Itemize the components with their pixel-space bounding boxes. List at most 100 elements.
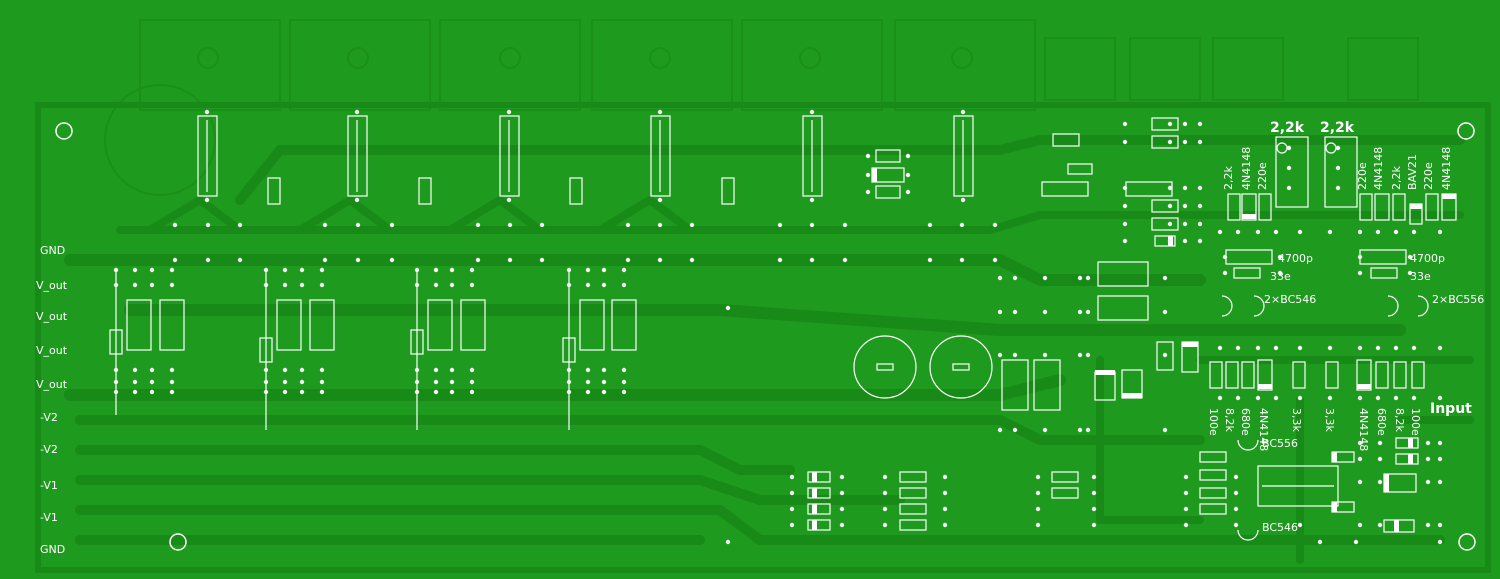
via-dot xyxy=(1217,395,1223,401)
via-dot xyxy=(1182,185,1188,191)
via-dot xyxy=(299,282,305,288)
small-transistors xyxy=(1221,295,1429,541)
via-dot xyxy=(1233,474,1239,480)
via-dot xyxy=(1235,395,1241,401)
via-dot xyxy=(355,257,361,263)
via-dot xyxy=(809,109,815,115)
conn-label-vout-4: V_out xyxy=(36,378,68,391)
via-dot xyxy=(657,109,663,115)
via-dot xyxy=(1375,345,1381,351)
via-dot xyxy=(469,379,475,385)
via-dot xyxy=(905,172,911,178)
via-dot xyxy=(1327,345,1333,351)
via-dot xyxy=(601,367,607,373)
via-dot xyxy=(1277,254,1283,260)
bottom-parts xyxy=(807,437,1419,533)
via-dot xyxy=(997,352,1003,358)
via-dot xyxy=(1425,522,1431,528)
via-dot xyxy=(1042,309,1048,315)
via-dot xyxy=(1375,395,1381,401)
via-dot xyxy=(1335,165,1341,171)
via-dot xyxy=(1286,145,1292,151)
via-dot xyxy=(601,389,607,395)
via-dot xyxy=(1197,221,1203,227)
via-dot xyxy=(1375,229,1381,235)
via-dot xyxy=(1182,139,1188,145)
backside-ghost-components xyxy=(104,19,1419,196)
via-dot xyxy=(282,379,288,385)
via-dot xyxy=(237,222,243,228)
via-dot xyxy=(1357,479,1363,485)
via-dot xyxy=(1122,185,1128,191)
via-dot xyxy=(149,267,155,273)
via-dot xyxy=(433,267,439,273)
via-dot xyxy=(725,305,731,311)
via-dot xyxy=(1317,539,1323,545)
via-dot xyxy=(149,367,155,373)
via-dot xyxy=(205,222,211,228)
via-dot xyxy=(809,257,815,263)
bottom-right-resistors xyxy=(1209,359,1425,391)
via-dot xyxy=(1162,427,1168,433)
via-dot xyxy=(1273,229,1279,235)
via-dot xyxy=(960,109,966,115)
via-dot xyxy=(839,522,845,528)
vert-right-5: 220e xyxy=(1422,162,1435,190)
via-dot xyxy=(689,257,695,263)
via-dot xyxy=(865,153,871,159)
via-dot xyxy=(169,379,175,385)
via-dot xyxy=(839,474,845,480)
via-dot xyxy=(1425,456,1431,462)
via-dot xyxy=(1393,229,1399,235)
via-dot xyxy=(1407,270,1413,276)
mid-resistors xyxy=(1001,261,1199,411)
via-dot xyxy=(657,222,663,228)
via-dot xyxy=(299,367,305,373)
via-dot xyxy=(1255,395,1261,401)
via-dot xyxy=(1162,275,1168,281)
via-dot xyxy=(389,257,395,263)
via-dot xyxy=(1167,238,1173,244)
via-dot xyxy=(942,474,948,480)
connector-labels: GND V_out V_out V_out V_out -V2 -V2 -V1 … xyxy=(36,244,68,556)
via-dot xyxy=(475,257,481,263)
via-dot xyxy=(263,282,269,288)
via-dot xyxy=(1162,352,1168,358)
via-dot xyxy=(322,257,328,263)
via-dot xyxy=(1273,395,1279,401)
via-dot xyxy=(433,282,439,288)
via-dot xyxy=(865,189,871,195)
via-dot xyxy=(475,222,481,228)
vert-bottom-8: 680e xyxy=(1375,408,1388,436)
via-dot xyxy=(204,109,210,115)
conn-label-gnd-bottom: GND xyxy=(40,543,65,556)
via-dot xyxy=(205,257,211,263)
via-dot xyxy=(997,309,1003,315)
board-outline xyxy=(35,102,1491,573)
via-dot xyxy=(282,367,288,373)
via-dot xyxy=(1411,229,1417,235)
via-dot xyxy=(1042,427,1048,433)
via-dot xyxy=(1085,427,1091,433)
via-dot xyxy=(1077,309,1083,315)
via-dot xyxy=(1437,440,1443,446)
via-dot xyxy=(539,222,545,228)
via-dot xyxy=(172,257,178,263)
vert-bottom-6: 3,3k xyxy=(1323,408,1336,432)
via-dot xyxy=(625,257,631,263)
via-dot xyxy=(149,379,155,385)
via-dot xyxy=(1217,345,1223,351)
via-dot xyxy=(433,367,439,373)
via-dot xyxy=(1357,254,1363,260)
via-dot xyxy=(1335,145,1341,151)
via-dot xyxy=(1035,490,1041,496)
via-dot xyxy=(1122,139,1128,145)
via-dot xyxy=(809,197,815,203)
via-dot xyxy=(1183,506,1189,512)
via-dot xyxy=(414,267,420,273)
power-resistors-top xyxy=(197,115,974,205)
via-dot xyxy=(657,197,663,203)
via-dot xyxy=(942,490,948,496)
res-right-33e: 33e xyxy=(1410,270,1431,283)
via-dot xyxy=(882,474,888,480)
